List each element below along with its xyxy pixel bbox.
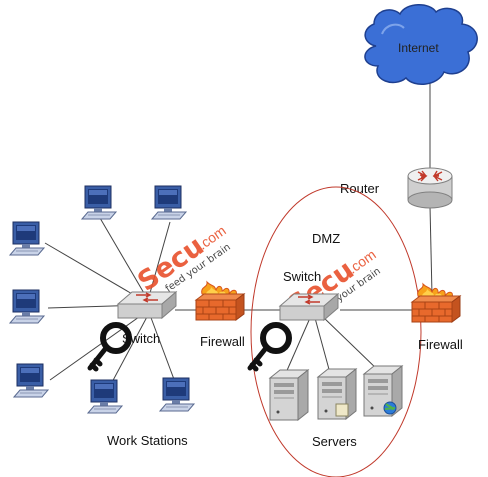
workstation-5-icon: [13, 363, 49, 398]
workstation-6-icon: [87, 379, 123, 414]
link-switch-ws5: [49, 311, 147, 381]
key-logo-dmz-icon: [250, 325, 289, 369]
router-label: Router: [340, 181, 380, 196]
lan-firewall-icon: [195, 281, 245, 321]
lan-switch-icon: [117, 291, 177, 319]
link-switch-ws6: [109, 314, 149, 387]
dmz-label: DMZ: [312, 231, 340, 246]
internet-cloud-icon: [364, 4, 478, 85]
internet-label: Internet: [398, 41, 439, 55]
link-switch-ws2: [147, 221, 171, 301]
link-dmzswitch-server2: [314, 317, 331, 374]
dmz-switch-label: Switch: [283, 269, 321, 284]
workstation-3-icon: [9, 221, 45, 256]
wan-firewall-icon: [411, 283, 461, 323]
servers-label: Servers: [312, 434, 357, 449]
workstation-4-icon: [9, 289, 45, 324]
workstation-2-icon: [151, 185, 187, 220]
dmz-switch-icon: [279, 293, 339, 321]
link-switch-ws1: [99, 217, 149, 301]
router-icon: [407, 167, 453, 209]
dmz-zone-outline: [250, 186, 422, 477]
server-1-icon: [269, 369, 309, 421]
link-dmzswitch-server1: [284, 317, 311, 376]
workstation-7-icon: [159, 377, 195, 412]
lan-firewall-label: Firewall: [200, 334, 245, 349]
link-router-firewall: [429, 205, 433, 296]
link-switch-ws3: [44, 242, 147, 303]
workstations-label: Work Stations: [107, 433, 188, 448]
link-switch-ws7: [149, 314, 176, 383]
server-3-icon: [363, 365, 403, 417]
wan-firewall-label: Firewall: [418, 337, 463, 352]
workstation-1-icon: [81, 185, 117, 220]
server-2-icon: [317, 368, 357, 420]
link-dmzswitch-server3: [321, 315, 381, 373]
